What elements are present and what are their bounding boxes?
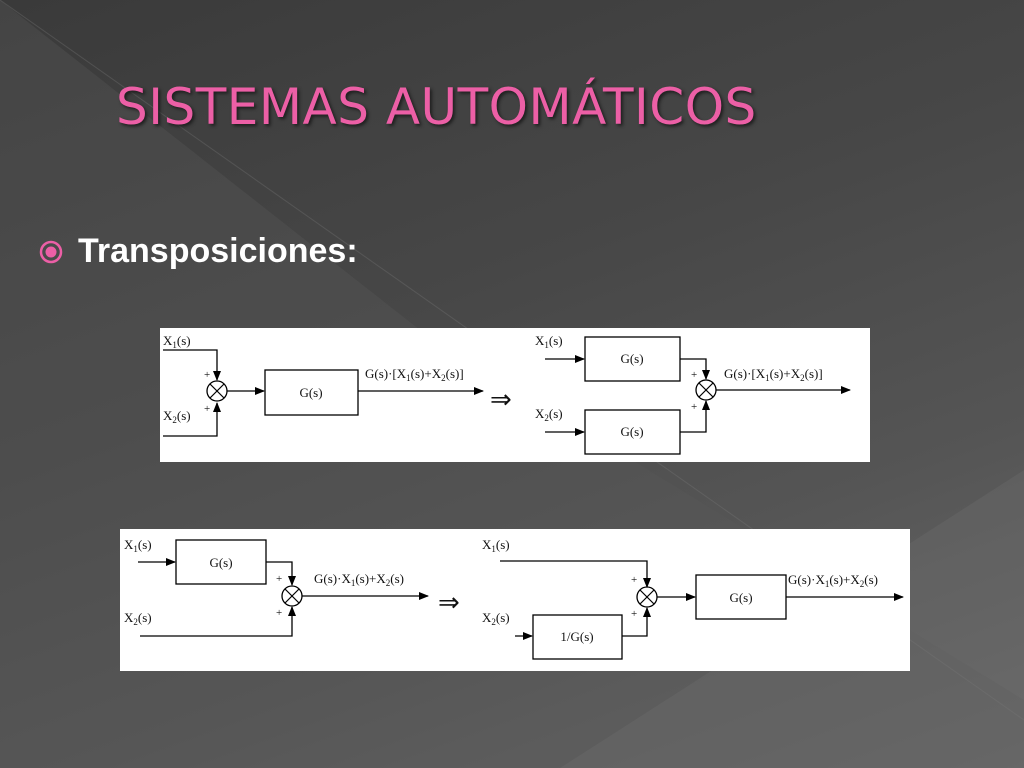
- input-x1-label: X1​(s): [124, 537, 152, 554]
- output-label: G(s)·X1​(s)+X2​(s): [314, 571, 404, 588]
- r-input-x1-label: X1​(s): [482, 537, 510, 554]
- r-summing-junction-icon: [636, 586, 658, 608]
- r-plus-sign-bottom: +: [691, 401, 697, 413]
- r-plus-sign-top: +: [691, 369, 697, 381]
- input-x1-line: [163, 349, 221, 381]
- plus-sign-top: +: [204, 369, 210, 381]
- plus-sign-bottom: +: [276, 607, 282, 619]
- r-inverse-g-block-label: 1/G(s): [560, 629, 593, 644]
- r-output-label: G(s)·[X1​(s)+X2​(s)]: [724, 366, 823, 383]
- bullet-item: Transposiciones:: [38, 232, 358, 271]
- r-input-x2-label: X2​(s): [535, 406, 563, 423]
- r-g-block-label: G(s): [729, 590, 752, 605]
- r-g-block-bottom: [584, 409, 681, 455]
- radio-bullet-icon: [39, 240, 63, 263]
- diagram-2-canvas: X1​(s) X2​(s) G(s) + + G(s)·X1​(s)+X2​(s…: [124, 537, 904, 660]
- output-label: G(s)·[X1​(s)+X2​(s)]: [365, 366, 464, 383]
- g-block: [264, 369, 359, 416]
- summing-junction-icon: [206, 380, 228, 402]
- input-x2-label: X2​(s): [124, 610, 152, 627]
- slide-title: SISTEMAS AUTOMÁTICOS: [116, 78, 757, 136]
- input-x2-label: X2​(s): [163, 408, 191, 425]
- g-block-label: G(s): [209, 555, 232, 570]
- r-g-block-top-label: G(s): [620, 351, 643, 366]
- r-output-label: G(s)·X1​(s)+X2​(s): [788, 572, 878, 589]
- r-g-block: [695, 574, 787, 620]
- r-input-x1-label: X1​(s): [535, 333, 563, 350]
- r-plus-sign-bottom: +: [631, 608, 637, 620]
- r-plus-sign-top: +: [631, 574, 637, 586]
- implies-arrow-icon: ⇒: [490, 385, 512, 414]
- diagram-1-canvas: X1​(s) X2​(s) + + G(s) G(s)·[X1​(s)+X2​(…: [163, 333, 851, 455]
- plus-sign-bottom: +: [204, 403, 210, 415]
- input-x2-line: [163, 402, 221, 437]
- bullet-text: Transposiciones:: [78, 232, 358, 270]
- r-inverse-to-sum-line: [622, 607, 651, 637]
- summing-junction-icon: [281, 585, 303, 607]
- r-top-to-sum-line: [680, 358, 710, 380]
- implies-arrow-icon: ⇒: [438, 588, 460, 617]
- r-inverse-g-block: [532, 614, 623, 660]
- r-summing-junction-icon: [695, 379, 717, 401]
- r-input-x2-label: X2​(s): [482, 610, 510, 627]
- block-to-sum-line: [266, 561, 296, 586]
- r-input-x1-line: [500, 560, 651, 588]
- plus-sign-top: +: [276, 573, 282, 585]
- r-g-block-bottom-label: G(s): [620, 424, 643, 439]
- block-diagram-summing-after-block: X1​(s) X2​(s) G(s) + + G(s)·X1​(s)+X2​(s…: [120, 529, 910, 671]
- r-bottom-to-sum-line: [680, 400, 710, 433]
- block-diagram-summing-before-block: X1​(s) X2​(s) + + G(s) G(s)·[X1​(s)+X2​(…: [160, 328, 870, 462]
- input-x2-line: [140, 606, 296, 637]
- g-block-label: G(s): [299, 385, 322, 400]
- input-x1-label: X1​(s): [163, 333, 191, 350]
